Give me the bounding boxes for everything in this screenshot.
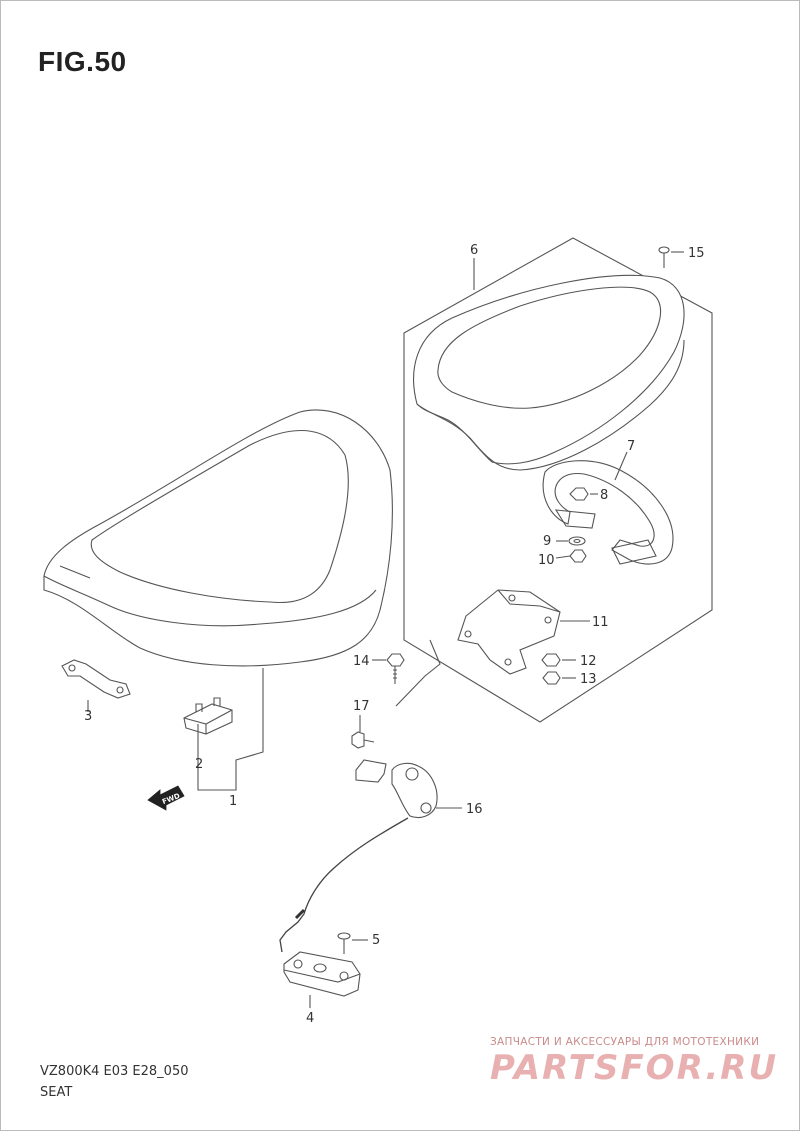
callout-10: 10 bbox=[538, 553, 555, 568]
callout-2: 2 bbox=[195, 757, 203, 772]
callout-7: 7 bbox=[627, 439, 635, 454]
callout-1: 1 bbox=[229, 794, 237, 809]
callout-14: 14 bbox=[353, 654, 370, 669]
callout-4: 4 bbox=[306, 1011, 314, 1026]
rear-seat-group-outline bbox=[403, 237, 713, 723]
nut-8 bbox=[569, 487, 589, 501]
callout-17: 17 bbox=[353, 699, 370, 714]
bolt-15 bbox=[658, 246, 670, 268]
model-code: VZ800K4 E03 E28_050 bbox=[40, 1064, 189, 1079]
nut-12 bbox=[541, 653, 561, 667]
seat-lock-assembly bbox=[279, 759, 438, 953]
callout-3: 3 bbox=[84, 709, 92, 724]
passenger-seat bbox=[413, 274, 685, 471]
washer-9 bbox=[568, 536, 586, 546]
rider-seat bbox=[43, 409, 393, 667]
callout-6: 6 bbox=[470, 243, 478, 258]
front-seat-bracket bbox=[61, 659, 131, 699]
lock-bracket bbox=[283, 951, 361, 997]
section-name: SEAT bbox=[40, 1085, 73, 1100]
seat-strap bbox=[542, 460, 674, 565]
callout-5: 5 bbox=[372, 933, 380, 948]
nut-13 bbox=[542, 671, 561, 685]
seat-bracket bbox=[457, 589, 561, 675]
callout-11: 11 bbox=[592, 615, 609, 630]
callout-15: 15 bbox=[688, 246, 705, 261]
callout-16: 16 bbox=[466, 802, 483, 817]
figure-title: FIG.50 bbox=[38, 46, 127, 77]
nut-10 bbox=[569, 549, 587, 563]
bolt-14 bbox=[386, 653, 405, 684]
leader-lines bbox=[87, 251, 684, 1008]
fwd-arrow-icon: FWD bbox=[147, 785, 185, 811]
bolt-5 bbox=[337, 932, 351, 954]
callout-8: 8 bbox=[600, 488, 608, 503]
watermark-tagline: ЗАПЧАСТИ И АКСЕССУАРЫ ДЛЯ МОТОТЕХНИКИ bbox=[490, 1036, 760, 1048]
seat-damper bbox=[183, 697, 233, 735]
bolt-17 bbox=[351, 731, 375, 749]
watermark-brand: PARTSFOR.RU bbox=[490, 1048, 779, 1088]
callout-9: 9 bbox=[543, 534, 551, 549]
callout-13: 13 bbox=[580, 672, 597, 687]
callout-12: 12 bbox=[580, 654, 597, 669]
